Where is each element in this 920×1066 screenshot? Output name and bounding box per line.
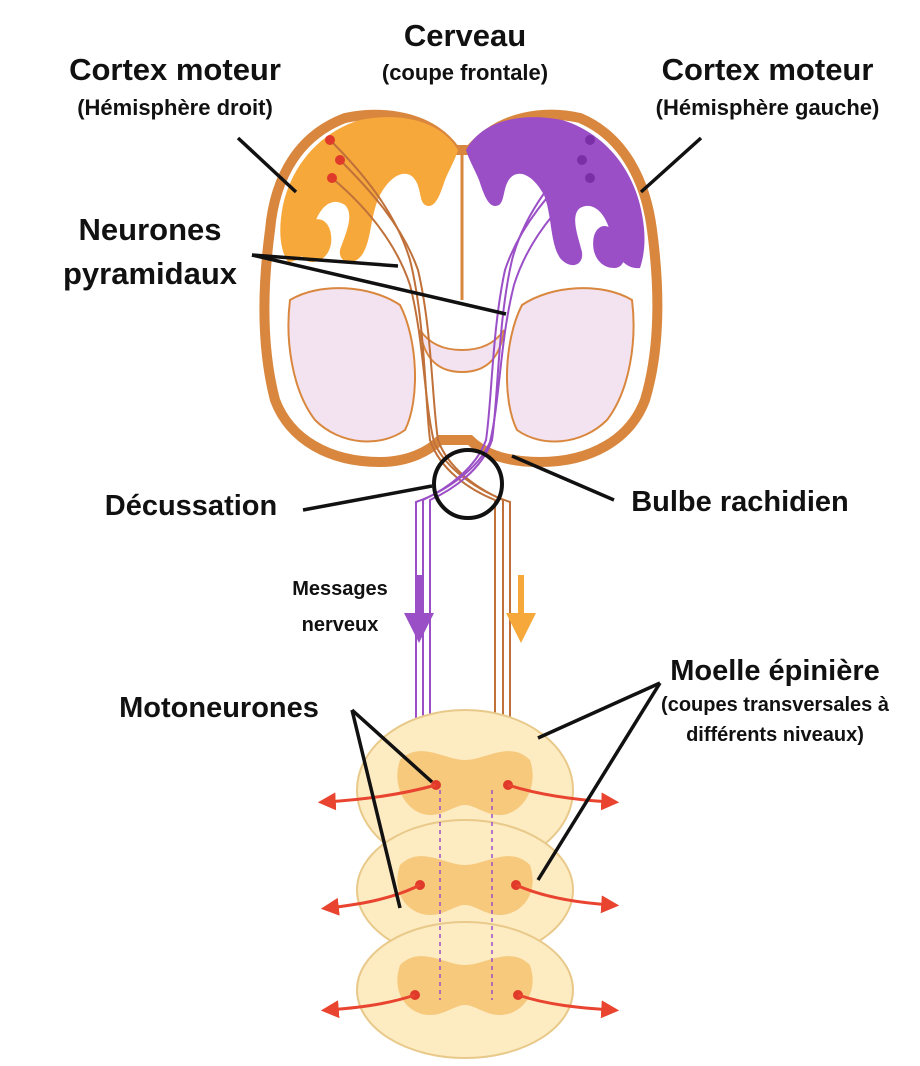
cortex-right-subtitle: (Hémisphère droit) (77, 95, 273, 120)
spinal-cord-sections (356, 709, 574, 1059)
cortex-left-title: Cortex moteur (661, 52, 874, 87)
white-matter-left (506, 287, 635, 443)
brain-title: Cerveau (403, 18, 527, 53)
spinal-cord-title: Moelle épinière (670, 655, 880, 687)
decussation-circle (432, 448, 504, 520)
pyramidal-neurons-line2: pyramidaux (62, 256, 237, 291)
motor-cortex-left (466, 117, 645, 269)
spinal-section-3 (356, 921, 574, 1059)
ventricles (419, 329, 505, 374)
white-matter-right (287, 287, 416, 443)
brain-subtitle: (coupe frontale) (381, 60, 549, 85)
messages-line2: nerveux (301, 614, 379, 636)
cortex-left-subtitle: (Hémisphère gauche) (655, 95, 880, 120)
motor-output-arrows (317, 783, 620, 1019)
messages-line1: Messages (292, 578, 388, 600)
cortex-right-title: Cortex moteur (69, 52, 281, 87)
spinal-cord-sub2: différents niveaux) (686, 724, 864, 746)
medulla-label: Bulbe rachidien (631, 486, 849, 518)
pyramidal-neurons-line1: Neurones (78, 212, 222, 247)
motoneurons-label: Motoneurones (119, 692, 319, 724)
motor-cortex-right-gyrus (298, 219, 332, 262)
motor-cortex-left-gyrus (593, 225, 625, 268)
pyramidal-tract-purple (415, 139, 591, 1030)
leader-lines (236, 136, 703, 909)
decussation-label: Décussation (104, 490, 278, 522)
pyramidal-neuron-bodies (325, 135, 595, 183)
brain-frontal-section (259, 109, 663, 468)
spinal-cord-sub1: (coupes transversales à (661, 694, 889, 716)
spinal-section-2 (356, 819, 574, 961)
